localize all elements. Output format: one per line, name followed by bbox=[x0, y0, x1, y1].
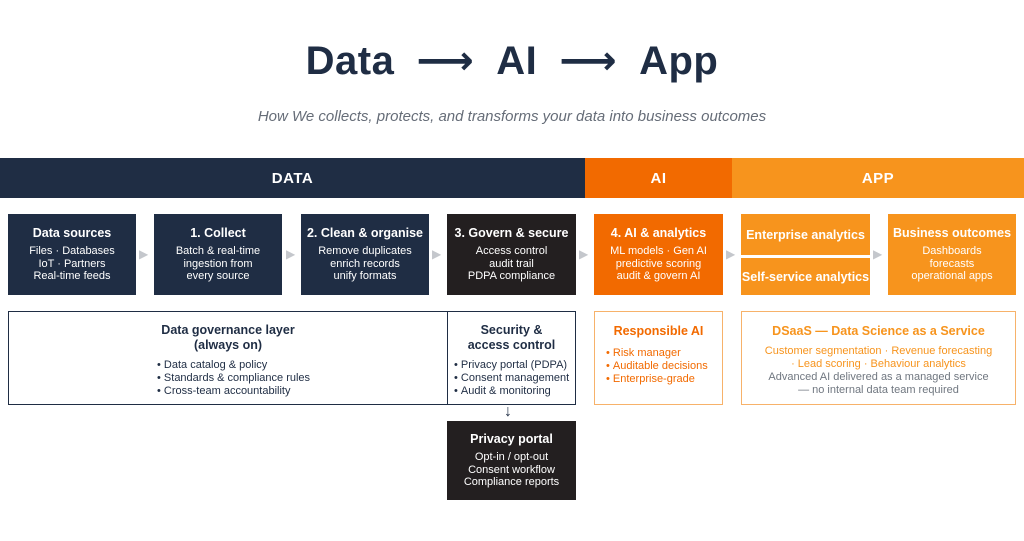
step-title: 3. Govern & secure bbox=[454, 226, 569, 241]
title-word-app: App bbox=[639, 38, 719, 83]
list-item: Audit & monitoring bbox=[454, 385, 575, 398]
step-title: Enterprise analytics bbox=[746, 227, 865, 242]
arrow-down-icon: ↓ bbox=[504, 403, 512, 420]
step-title: 1. Collect bbox=[190, 226, 246, 241]
chevron-right-icon: ▶ bbox=[139, 247, 149, 261]
list-item: Cross-team accountability bbox=[157, 385, 447, 398]
step-line: operational apps bbox=[911, 270, 993, 283]
step-business-outcomes: Business outcomes Dashboards forecasts o… bbox=[888, 214, 1016, 295]
step-line: Dashboards bbox=[922, 245, 982, 258]
dsaas-description: — no internal data team required bbox=[798, 384, 959, 396]
security-title: Security & bbox=[480, 323, 543, 337]
privacy-title: Privacy portal bbox=[470, 432, 553, 447]
chevron-right-icon: ▶ bbox=[873, 247, 883, 261]
list-item: Enterprise-grade bbox=[606, 373, 722, 386]
step-self-service-analytics: Self-service analytics bbox=[741, 258, 870, 295]
step-line: Batch & real-time bbox=[175, 245, 261, 258]
dsaas-services-line: Customer segmentation · Revenue forecast… bbox=[764, 345, 993, 357]
responsible-ai-list: Risk manager Auditable decisions Enterpr… bbox=[606, 347, 722, 386]
governance-list: Data catalog & policy Standards & compli… bbox=[157, 359, 447, 398]
step-ai-analytics: 4. AI & analytics ML models · Gen AI pre… bbox=[594, 214, 723, 295]
step-title: Business outcomes bbox=[892, 226, 1012, 241]
step-line: IoT · Partners bbox=[38, 257, 106, 270]
step-line: Access control bbox=[475, 245, 548, 258]
governance-panel: Data governance layer (always on) Data c… bbox=[8, 311, 448, 405]
step-clean-organise: 2. Clean & organise Remove duplicates en… bbox=[301, 214, 429, 295]
security-subtitle: access control bbox=[467, 338, 556, 352]
security-list: Privacy portal (PDPA) Consent management… bbox=[454, 359, 575, 398]
list-item: Risk manager bbox=[606, 347, 722, 360]
step-title: 2. Clean & organise bbox=[306, 226, 423, 241]
dsaas-description: Advanced AI delivered as a managed servi… bbox=[768, 371, 989, 383]
step-enterprise-analytics: Enterprise analytics bbox=[741, 214, 870, 255]
title-arrow-1: ⟶ bbox=[416, 39, 475, 83]
list-item: Auditable decisions bbox=[606, 360, 722, 373]
responsible-ai-title: Responsible AI bbox=[613, 324, 704, 338]
title-word-data: Data bbox=[305, 38, 395, 83]
step-line: forecasts bbox=[929, 257, 975, 270]
governance-subtitle: (always on) bbox=[193, 338, 263, 352]
step-line: Remove duplicates bbox=[318, 245, 412, 258]
step-title: Data sources bbox=[32, 226, 112, 241]
dsaas-panel: DSaaS — Data Science as a Service Custom… bbox=[741, 311, 1016, 405]
step-data-sources: Data sources Files · Databases IoT · Par… bbox=[8, 214, 136, 295]
page-title: Data ⟶ AI ⟶ App bbox=[0, 36, 1024, 86]
band-ai: AI bbox=[585, 158, 732, 198]
step-title: 4. AI & analytics bbox=[610, 226, 707, 241]
step-title: Self-service analytics bbox=[741, 269, 870, 284]
chevron-right-icon: ▶ bbox=[286, 247, 296, 261]
chevron-right-icon: ▶ bbox=[726, 247, 736, 261]
dsaas-services-line: · Lead scoring · Behaviour analytics bbox=[791, 358, 966, 370]
step-line: audit & govern AI bbox=[616, 270, 701, 283]
step-line: predictive scoring bbox=[615, 257, 702, 270]
dsaas-title: DSaaS — Data Science as a Service bbox=[772, 324, 985, 338]
title-word-ai: AI bbox=[496, 38, 538, 83]
title-arrow-2: ⟶ bbox=[559, 39, 618, 83]
privacy-line: Compliance reports bbox=[463, 476, 560, 489]
step-line: Files · Databases bbox=[29, 245, 115, 258]
list-item: Data catalog & policy bbox=[157, 359, 447, 372]
step-line: PDPA compliance bbox=[467, 270, 556, 283]
step-line: every source bbox=[186, 270, 250, 283]
page-subtitle: How We collects, protects, and transform… bbox=[257, 108, 767, 125]
step-govern-secure: 3. Govern & secure Access control audit … bbox=[447, 214, 576, 295]
step-line: ingestion from bbox=[183, 257, 253, 270]
responsible-ai-panel: Responsible AI Risk manager Auditable de… bbox=[594, 311, 723, 405]
step-line: audit trail bbox=[489, 257, 534, 270]
privacy-line: Opt-in / opt-out bbox=[474, 451, 549, 464]
security-panel: Security & access control Privacy portal… bbox=[447, 311, 576, 405]
list-item: Standards & compliance rules bbox=[157, 372, 447, 385]
governance-title: Data governance layer bbox=[161, 323, 295, 337]
step-line: unify formats bbox=[333, 270, 397, 283]
step-line: Real-time feeds bbox=[33, 270, 111, 283]
privacy-portal-box: Privacy portal Opt-in / opt-out Consent … bbox=[447, 421, 576, 500]
band-data: DATA bbox=[0, 158, 585, 198]
step-line: ML models · Gen AI bbox=[610, 245, 707, 258]
step-collect: 1. Collect Batch & real-time ingestion f… bbox=[154, 214, 282, 295]
chevron-right-icon: ▶ bbox=[579, 247, 589, 261]
chevron-right-icon: ▶ bbox=[432, 247, 442, 261]
step-line: enrich records bbox=[330, 257, 400, 270]
band-app: APP bbox=[732, 158, 1024, 198]
list-item: Privacy portal (PDPA) bbox=[454, 359, 575, 372]
list-item: Consent management bbox=[454, 372, 575, 385]
privacy-line: Consent workflow bbox=[468, 463, 555, 476]
